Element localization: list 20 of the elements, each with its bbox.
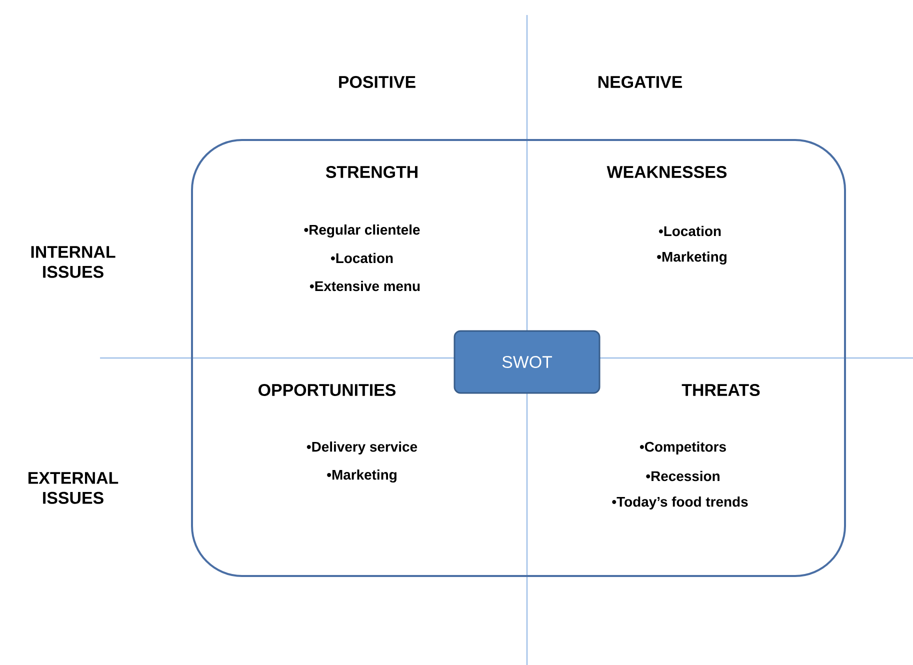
swot-box: SWOT bbox=[454, 330, 600, 394]
bullet-item: •Marketing bbox=[657, 251, 726, 265]
row-heading: INTERNAL ISSUES bbox=[31, 246, 116, 278]
rounded-frame bbox=[191, 139, 846, 577]
bullet-item: •Extensive menu bbox=[310, 280, 420, 292]
bullet-item: •Recession bbox=[646, 470, 720, 482]
column-heading: OPPORTUNITIES bbox=[258, 384, 396, 396]
bullet-item: •Location bbox=[658, 226, 721, 236]
column-heading: POSITIVE bbox=[339, 76, 416, 88]
column-heading: THREATS bbox=[682, 384, 760, 396]
bullet-item: •Today’s food trends bbox=[612, 496, 748, 510]
bullet-item: •Location bbox=[330, 252, 393, 264]
bullet-item: •Marketing bbox=[327, 469, 396, 483]
row-heading: EXTERNAL ISSUES bbox=[28, 472, 118, 504]
column-heading: WEAKNESSES bbox=[606, 166, 727, 178]
column-heading: NEGATIVE bbox=[598, 76, 682, 88]
bullet-item: •Delivery service bbox=[306, 442, 418, 454]
bullet-item: •Competitors bbox=[640, 442, 726, 454]
column-heading: STRENGTH bbox=[326, 166, 418, 178]
bullet-item: •Regular clientele bbox=[304, 224, 420, 238]
